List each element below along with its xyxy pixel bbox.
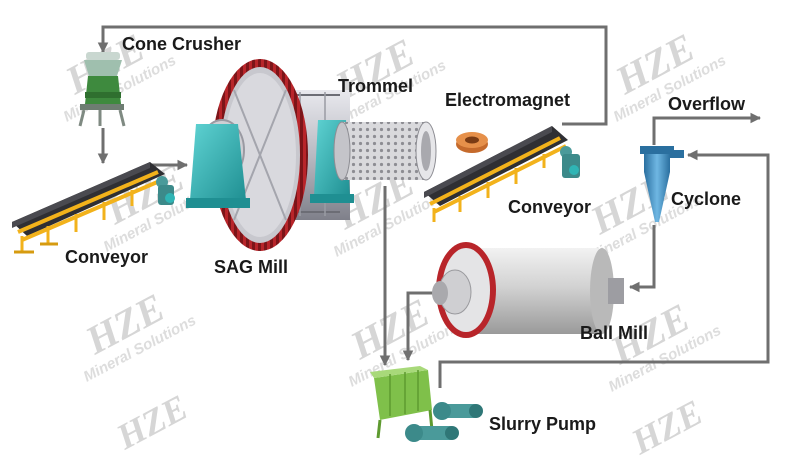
overflow-arrow: [654, 118, 760, 145]
watermark: HZE: [109, 387, 194, 458]
electromagnet-icon: [456, 132, 488, 153]
trommel-icon: [334, 122, 436, 180]
label-trommel: Trommel: [338, 76, 413, 96]
label-overflow: Overflow: [668, 94, 746, 114]
watermark-brand: HZE: [109, 387, 194, 458]
sag-mill-icon: [186, 59, 354, 251]
label-electromagnet: Electromagnet: [445, 90, 570, 110]
watermark: HZE: [624, 392, 709, 461]
watermark: HZE Mineral Solutions: [60, 274, 199, 386]
label-sag-mill: SAG Mill: [214, 257, 288, 277]
watermark-brand: HZE: [624, 392, 709, 461]
label-conveyor-left: Conveyor: [65, 247, 148, 267]
label-cone-crusher: Cone Crusher: [122, 34, 241, 54]
label-slurry-pump: Slurry Pump: [489, 414, 596, 434]
label-conveyor-right: Conveyor: [508, 197, 591, 217]
label-cyclone: Cyclone: [671, 189, 741, 209]
label-ball-mill: Ball Mill: [580, 323, 648, 343]
